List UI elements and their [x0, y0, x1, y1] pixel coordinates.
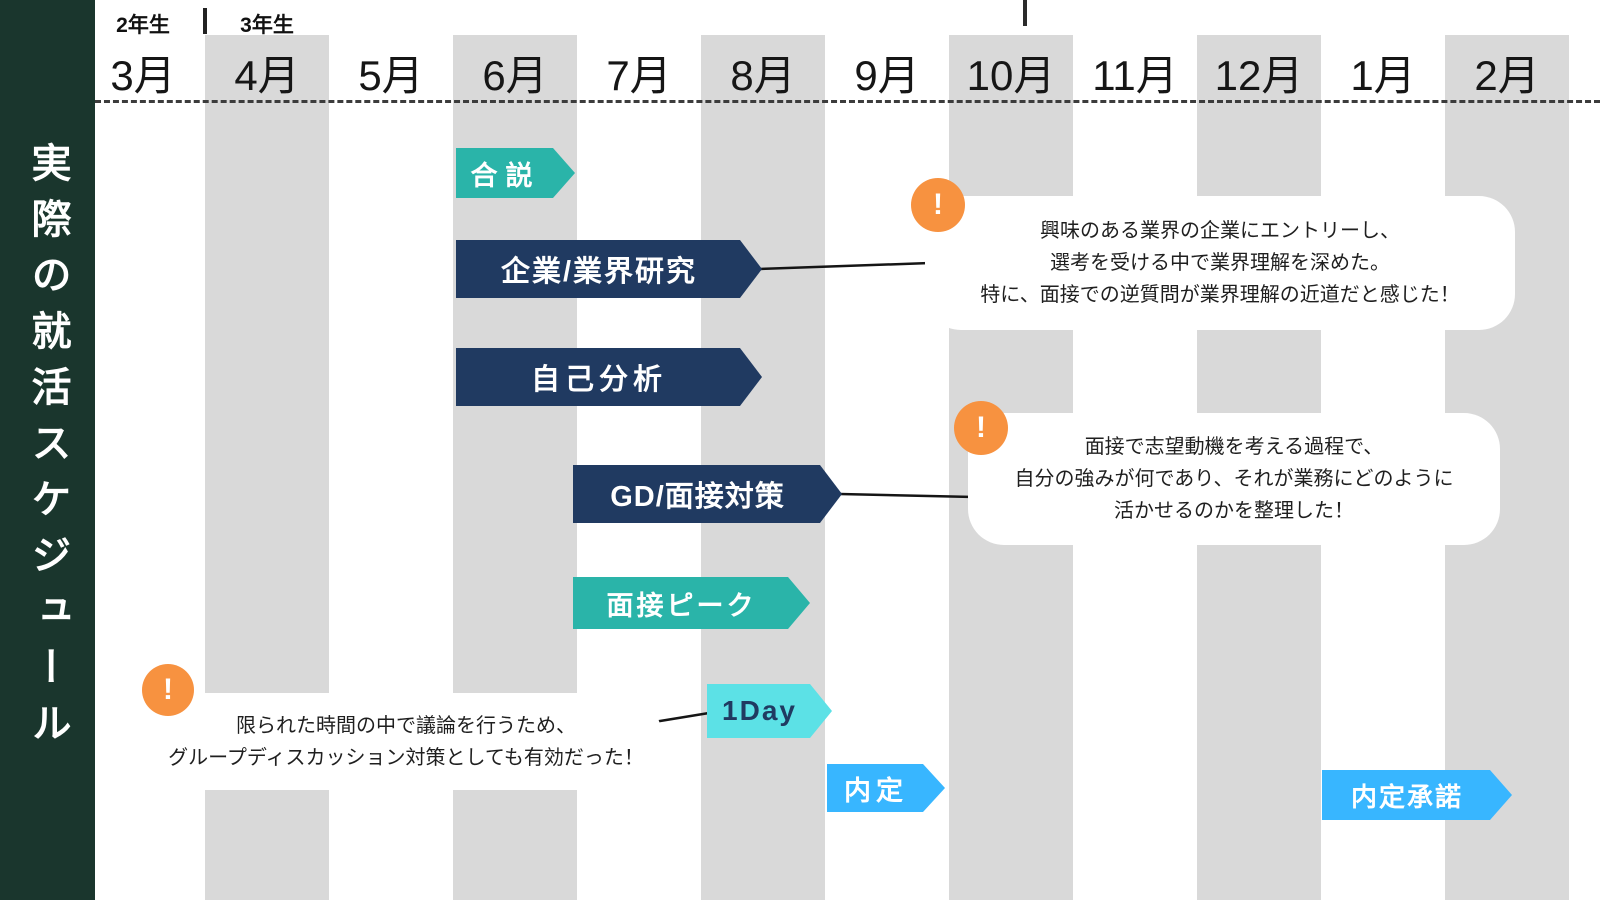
page-title: 実際の就活スケジュール: [25, 142, 70, 758]
bar-kigyou-gyoukai-kenkyuu: 企業/業界研究: [456, 240, 762, 298]
month-label: 10月: [966, 52, 1056, 99]
callout-text: 興味のある業界の企業にエントリーし、: [1040, 220, 1400, 242]
sidebar: 実際の就活スケジュール: [0, 0, 95, 900]
month-label: 6月: [482, 52, 548, 99]
grade-divider: [203, 8, 207, 34]
timeline-axis: [95, 100, 1600, 103]
callout-text: 面接で志望動機を考える過程で、: [1084, 436, 1384, 458]
month-label: 11月: [1092, 52, 1178, 99]
month-label: 8月: [730, 52, 796, 99]
month-row: 3月 4月 5月 6月 7月 8月 9月 10月 11月 12月 1月 2月: [81, 42, 1569, 103]
exclamation-icon: !: [911, 178, 965, 232]
month-label: 9月: [854, 52, 920, 99]
exclamation-icon: !: [142, 664, 194, 716]
exclamation-icon: !: [954, 401, 1008, 455]
month-label: 12月: [1214, 52, 1304, 99]
callout-text: グループディスカッション対策としても有効だった！: [168, 746, 644, 769]
month-label: 7月: [606, 52, 672, 99]
month-label: 2月: [1474, 52, 1540, 99]
callout-text: 活かせるのかを整理した！: [1114, 500, 1354, 522]
bar-1day: 1Day: [707, 684, 832, 738]
callout-text: 自分の強みが何であり、それが業務にどのように: [1014, 468, 1454, 490]
callout-text: 選考を受ける中で業界理解を深めた。: [1050, 252, 1390, 274]
callout-interview-prep: 面接で志望動機を考える過程で、 自分の強みが何であり、それが業務にどのように 活…: [968, 413, 1500, 545]
bar-jiko-bunseki: 自己分析: [456, 348, 762, 406]
month-label: 1月: [1350, 52, 1416, 99]
callout-industry-research: 興味のある業界の企業にエントリーし、 選考を受ける中で業界理解を深めた。 特に、…: [925, 196, 1515, 330]
month-label: 3月: [110, 52, 176, 99]
callout-text: 特に、面接での逆質問が業界理解の近道だと感じた！: [980, 284, 1460, 306]
grade-label-3rd: 3年生: [240, 14, 294, 37]
bar-mensetsu-peak: 面接ピーク: [573, 577, 810, 629]
bar-naitei-shoudaku: 内定承諾: [1322, 770, 1512, 820]
callout-text: 限られた時間の中で議論を行うため、: [236, 714, 576, 737]
grade-label-2nd: 2年生: [116, 14, 170, 37]
month-label: 5月: [358, 52, 424, 99]
bar-gousetsu: 合説: [456, 148, 575, 198]
bar-naitei: 内定: [827, 764, 945, 812]
callout-1day-gd: 限られた時間の中で議論を行うため、 グループディスカッション対策としても有効だっ…: [150, 693, 662, 790]
month-label: 4月: [234, 52, 300, 99]
bar-gd-mensetsu-taisaku: GD/面接対策: [573, 465, 842, 523]
timeline-tick: [1023, 0, 1027, 26]
